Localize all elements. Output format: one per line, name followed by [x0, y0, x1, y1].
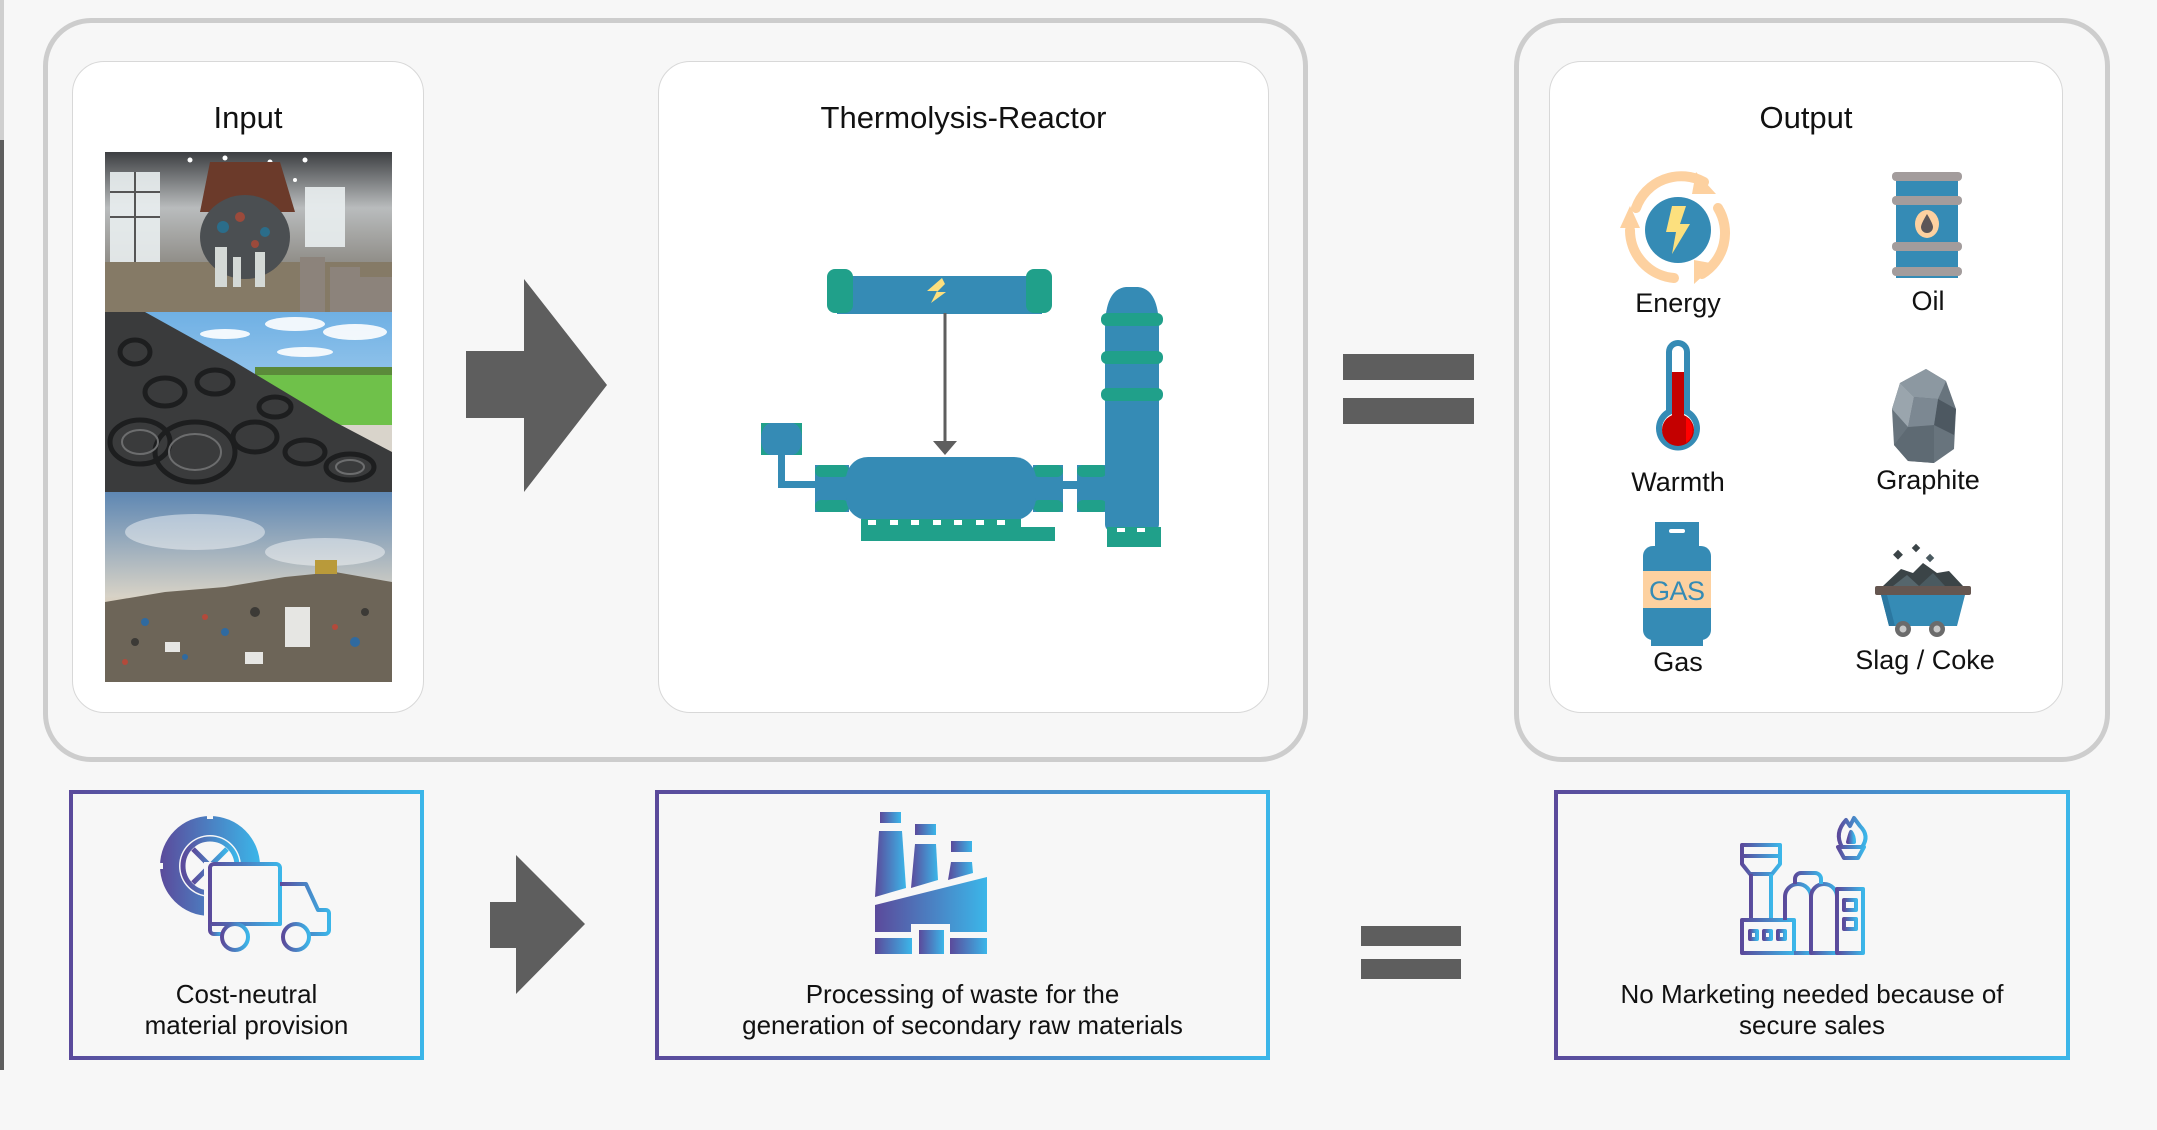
benefit-label-material-provision: Cost-neutral material provision [73, 979, 420, 1041]
output-label-oil: Oil [1911, 286, 1945, 316]
benefit-box-secure-sales: No Marketing needed because of secure sa… [1554, 790, 2070, 1060]
heater-unit [827, 269, 1052, 314]
left-edge-strip [0, 0, 4, 1070]
equals-sign-bottom-bar2 [1361, 959, 1461, 979]
gas-cylinder-icon: GAS [1643, 522, 1711, 646]
benefit-label-processing: Processing of waste for the generation o… [659, 979, 1266, 1041]
lightning-icon [927, 278, 946, 303]
benefit-box-processing: Processing of waste for the generation o… [655, 790, 1270, 1060]
equals-sign-top-bar1 [1343, 354, 1474, 380]
input-photos [105, 152, 392, 682]
reactor-title: Thermolysis-Reactor [820, 100, 1107, 135]
condenser-tower [1101, 287, 1163, 547]
benefit-label-line1: Cost-neutral [175, 979, 318, 1009]
input-title: Input [213, 100, 283, 135]
arrow-input-to-reactor [466, 279, 607, 492]
output-card: Output Energy Oil Warmth [1549, 61, 2063, 713]
output-label-gas: Gas [1653, 647, 1703, 677]
gas-badge-text: GAS [1649, 576, 1705, 606]
waste-crane-hall-photo [105, 152, 392, 312]
feed-hopper [761, 423, 823, 488]
refinery-icon [1740, 816, 1868, 955]
oil-barrel-icon [1892, 172, 1962, 278]
benefit-label-line2: secure sales [1739, 1010, 1885, 1040]
tire-pile-photo [105, 312, 392, 492]
benefit-box-material-provision: Cost-neutral material provision [69, 790, 424, 1060]
arrow-provision-to-processing [490, 855, 585, 994]
landfill-photo [105, 492, 392, 682]
output-label-graphite: Graphite [1876, 465, 1980, 495]
reactor-drum [815, 457, 1063, 541]
output-title: Output [1759, 100, 1853, 135]
graphite-rock-icon [1892, 369, 1956, 463]
output-label-energy: Energy [1635, 288, 1721, 318]
benefit-label-line1: No Marketing needed because of [1620, 979, 2004, 1009]
equals-sign-top-bar2 [1343, 398, 1474, 424]
benefit-label-line1: Processing of waste for the [805, 979, 1120, 1009]
benefit-label-secure-sales: No Marketing needed because of secure sa… [1558, 979, 2066, 1041]
left-edge-strip-top [0, 0, 4, 140]
thermometer-icon [1656, 340, 1700, 451]
heat-flow-arrow-icon [933, 441, 957, 455]
reactor-card: Thermolysis-Reactor [658, 61, 1269, 713]
benefit-label-line2: generation of secondary raw materials [742, 1010, 1183, 1040]
input-card: Input [72, 61, 424, 713]
thermolysis-reactor-illustration [761, 269, 1163, 547]
benefit-label-line2: material provision [144, 1010, 349, 1040]
tire-truck-icon [158, 814, 331, 952]
equals-sign-bottom-bar1 [1361, 926, 1461, 946]
mine-cart-icon [1875, 543, 1971, 637]
output-label-warmth: Warmth [1631, 467, 1725, 497]
factory-icon [875, 812, 987, 954]
energy-cycle-icon [1620, 171, 1731, 284]
output-label-slag-coke: Slag / Coke [1855, 645, 1995, 675]
